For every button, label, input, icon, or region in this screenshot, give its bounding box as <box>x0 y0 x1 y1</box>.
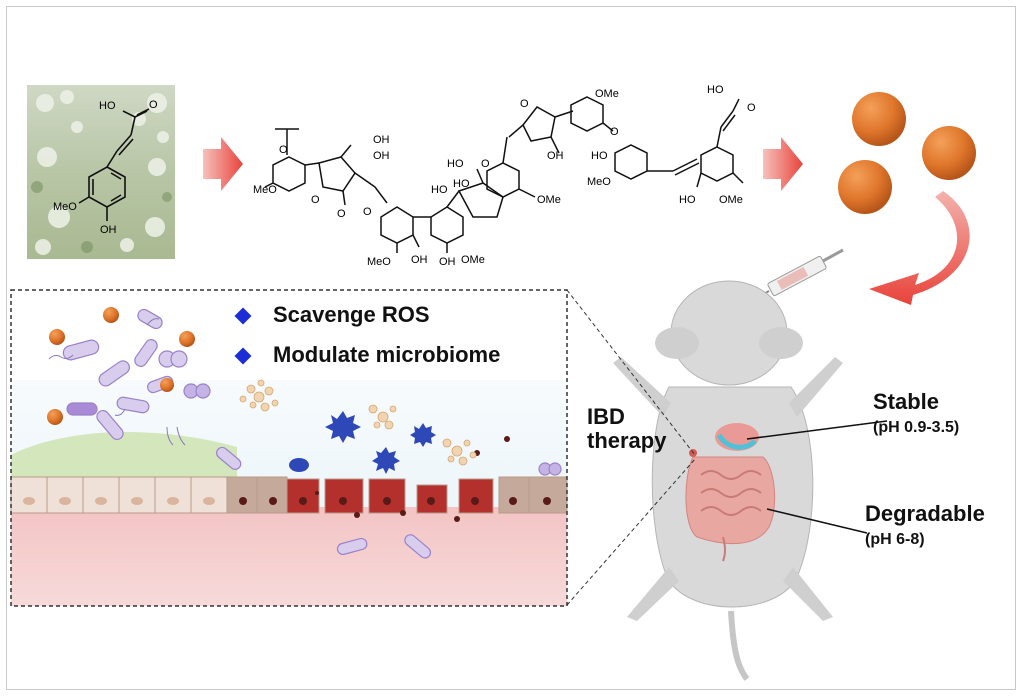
ferulic-label-oh: OH <box>100 224 117 236</box>
ibd-label-line-1: IBD <box>587 404 625 429</box>
bullet-modulate-microbiome: Modulate microbiome <box>273 342 501 367</box>
intestine-label-title: Degradable <box>865 501 985 526</box>
polymer-label: O <box>610 126 619 138</box>
polymer-label: O <box>747 102 756 114</box>
polymer-label: MeO <box>367 256 391 268</box>
arrow-right-2 <box>763 137 803 191</box>
polymer-label: MeO <box>253 184 277 196</box>
stomach-callout-line <box>746 420 888 440</box>
ros-clusters <box>239 379 477 466</box>
polymer-label: O <box>337 208 346 220</box>
polymer-label: OH <box>547 150 564 162</box>
polymer-label: OH <box>373 134 390 146</box>
polymer-structure <box>264 96 744 253</box>
bacteria <box>62 308 562 559</box>
epithelium-cells <box>10 476 568 514</box>
stomach-label-ph: (pH 0.9-3.5) <box>873 419 960 436</box>
polymer-label: MeO <box>587 176 611 188</box>
ibd-label: IBD therapy <box>587 405 666 453</box>
polymer-label: OMe <box>537 194 561 206</box>
polymer-label: O <box>279 144 288 156</box>
polymer-label: OH <box>439 256 456 268</box>
ferulic-label-ho: HO <box>99 100 116 112</box>
figure-frame: HO O MeO OH <box>6 6 1016 690</box>
immune-cells <box>289 411 436 474</box>
bullet-scavenge-ros: Scavenge ROS <box>273 302 430 327</box>
bullet-diamond <box>234 307 252 325</box>
arrow-right-1 <box>203 137 243 191</box>
polymer-label: OMe <box>461 254 485 266</box>
syringe <box>750 248 844 302</box>
graphical-abstract: HO O MeO OH <box>10 84 976 681</box>
ferulic-acid-structure <box>78 108 150 221</box>
polymer-label: HO <box>447 158 464 170</box>
stomach-label-title: Stable <box>873 389 940 414</box>
polymer-label: O <box>520 98 529 110</box>
polymer-label: OH <box>411 254 428 266</box>
inset-nanoparticles <box>47 307 195 425</box>
intestine-callout-line <box>766 508 868 534</box>
polymer-label: HO <box>707 84 724 96</box>
plant-photo <box>27 85 175 259</box>
polymer-label: HO <box>679 194 696 206</box>
polymer-label: O <box>363 206 372 218</box>
gut-inset <box>10 289 568 607</box>
zoom-line-bottom <box>566 458 696 606</box>
bullet-diamond <box>234 347 252 365</box>
stomach-label: Stable (pH 0.9-3.5) <box>873 389 959 437</box>
polymer-atom-labels: O OMe HO O O OH MeO O OH HO HO OMe MeO O… <box>253 84 756 268</box>
polymer-label: HO <box>591 150 608 162</box>
ferulic-label-o: O <box>149 99 158 111</box>
intestine-label-ph: (pH 6-8) <box>865 531 925 548</box>
polymer-label: HO <box>453 178 470 190</box>
nanoparticles <box>838 92 976 214</box>
ibd-label-line-2: therapy <box>587 428 667 453</box>
curved-arrow <box>869 191 970 305</box>
mouse-illustration <box>613 280 843 681</box>
polymer-label: OH <box>373 150 390 162</box>
ferulic-label-meo: MeO <box>53 201 77 213</box>
polymer-label: O <box>481 158 490 170</box>
polymer-label: HO <box>431 184 448 196</box>
polymer-label: O <box>311 194 320 206</box>
polymer-label: OMe <box>719 194 743 206</box>
intestine-label: Degradable (pH 6-8) <box>865 501 985 549</box>
polymer-label: OMe <box>595 88 619 100</box>
